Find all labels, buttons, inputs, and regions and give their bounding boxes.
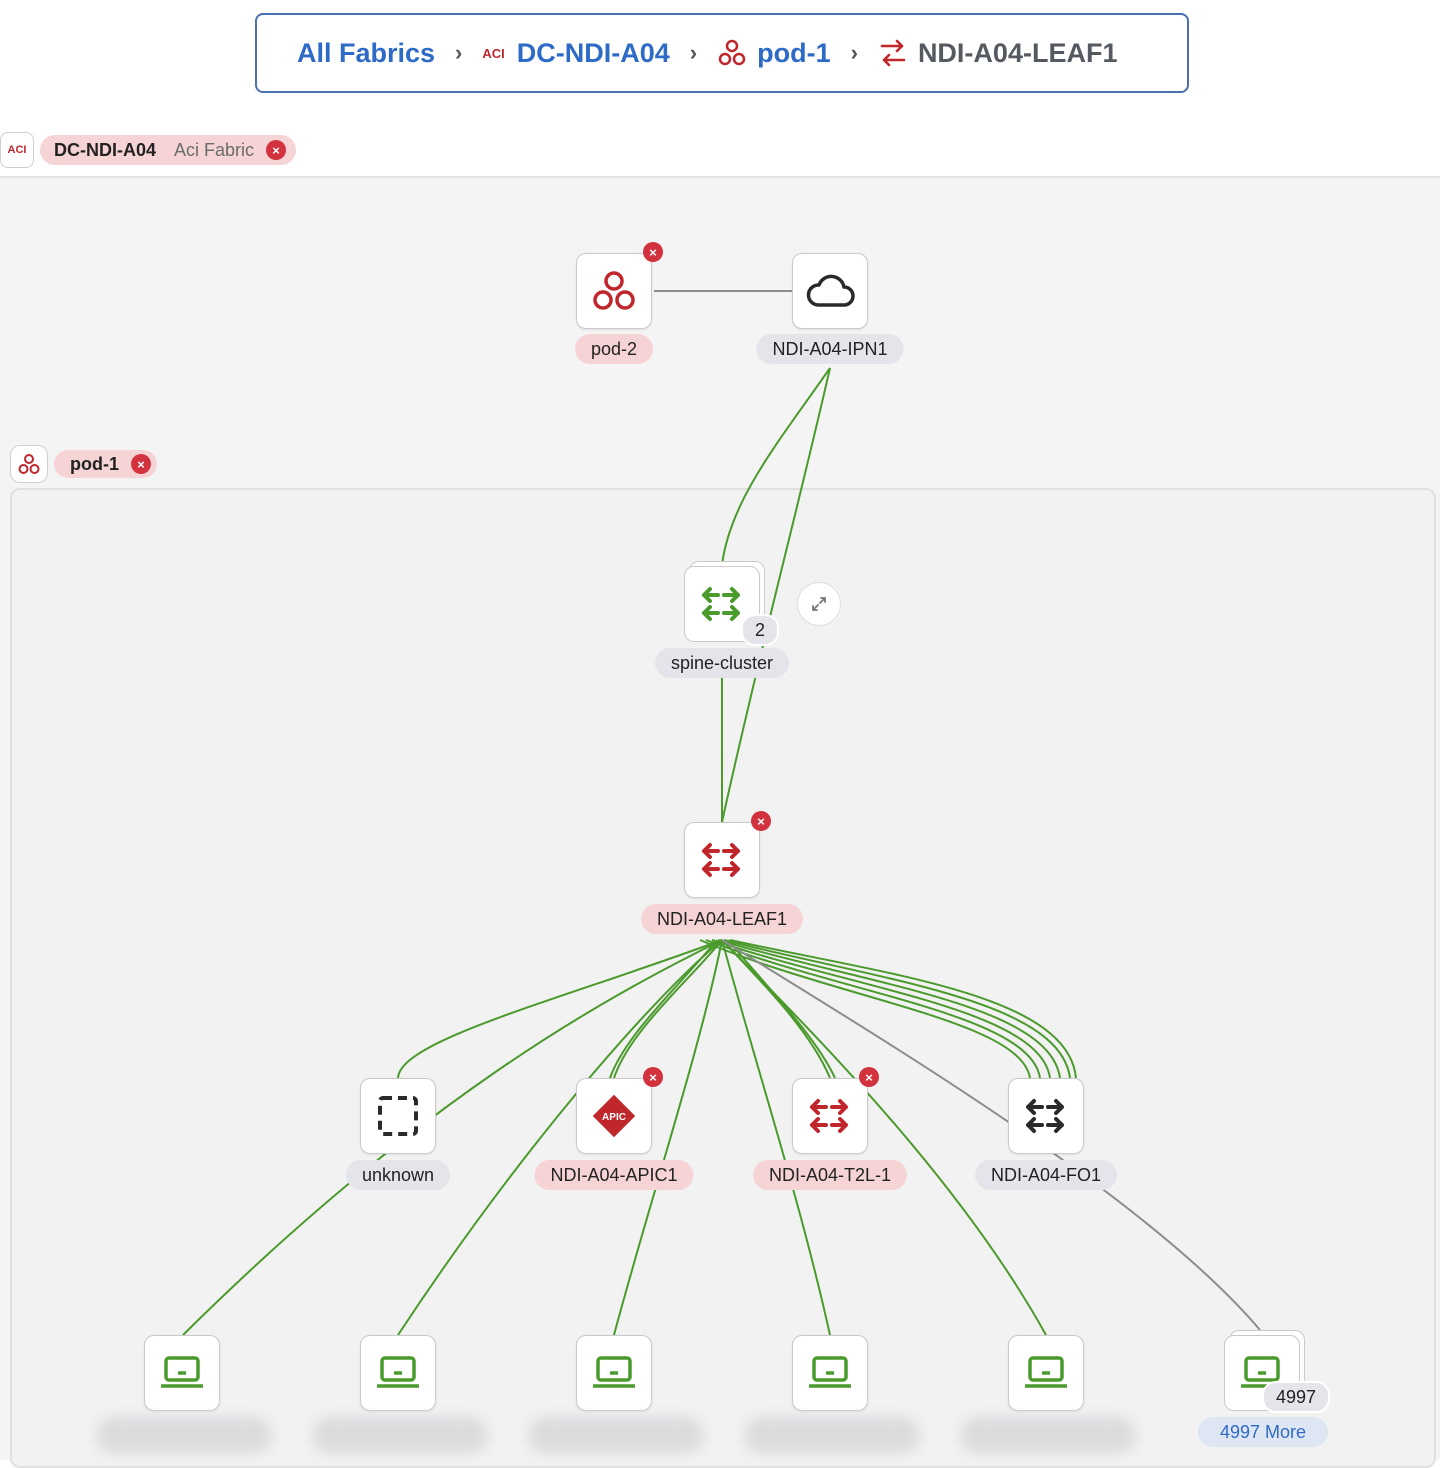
node-pod-2[interactable]: × [576, 242, 663, 329]
breadcrumb-pod[interactable]: pod-1 [757, 37, 831, 68]
svg-text:APIC: APIC [602, 1112, 626, 1123]
unknown-icon [378, 1096, 418, 1136]
node-label: pod-2 [574, 334, 654, 364]
link-leaf-fo1-3 [711, 939, 1051, 1079]
node-label: unknown [345, 1160, 451, 1190]
pod-icon [717, 38, 747, 68]
error-icon: × [751, 811, 771, 831]
link-leaf-host1 [182, 939, 723, 1336]
breadcrumb-fabric[interactable]: DC-NDI-A04 [516, 37, 670, 68]
aci-icon: ACI [482, 45, 505, 61]
link-leaf-unknown [397, 939, 723, 1079]
link-leaf-host3 [613, 939, 723, 1336]
link-leaf-fo1-1 [699, 939, 1031, 1079]
node-label: NDI-A04-APIC1 [534, 1160, 694, 1190]
switch-icon [810, 1099, 848, 1133]
link-leaf-apic-a [613, 939, 723, 1079]
node-label: NDI-A04-T2L-1 [752, 1160, 908, 1190]
node-host[interactable] [360, 1335, 436, 1411]
switch-icon [1026, 1099, 1064, 1133]
pod-group-chip[interactable]: pod-1 × [54, 450, 157, 478]
redacted-label [312, 1416, 488, 1454]
node-label: NDI-A04-IPN1 [756, 334, 904, 364]
link-leaf-host2 [397, 939, 723, 1336]
apic-icon: APIC [592, 1094, 636, 1138]
error-icon: × [266, 140, 287, 160]
redacted-label [528, 1416, 704, 1454]
node-host[interactable] [144, 1335, 220, 1411]
error-icon: × [643, 1067, 663, 1087]
link-leaf-fo1-2 [705, 939, 1041, 1079]
node-apic[interactable]: APIC × [576, 1067, 663, 1154]
expand-icon[interactable] [797, 582, 841, 626]
laptop-icon [809, 1356, 851, 1388]
node-host[interactable] [792, 1335, 868, 1411]
error-icon: × [643, 242, 663, 262]
node-unknown[interactable] [360, 1078, 436, 1154]
laptop-icon [593, 1356, 635, 1388]
laptop-icon [161, 1356, 203, 1388]
pod-icon [10, 445, 48, 483]
laptop-icon [377, 1356, 419, 1388]
link-leaf-fo1-6 [729, 939, 1077, 1079]
node-ipn[interactable] [792, 253, 868, 329]
breadcrumb-current: NDI-A04-LEAF1 [917, 37, 1118, 68]
link-leaf-fo1-4 [717, 939, 1061, 1079]
laptop-icon [1025, 1356, 1067, 1388]
pod-icon [593, 271, 635, 310]
cloud-icon [806, 274, 855, 307]
breadcrumb-separator: › [689, 40, 698, 65]
node-label: NDI-A04-FO1 [974, 1160, 1118, 1190]
switch-icon [702, 587, 740, 621]
node-leaf[interactable]: × [684, 811, 771, 898]
pod-group-header: pod-1 × [10, 445, 157, 483]
node-fo1[interactable] [1008, 1078, 1084, 1154]
redacted-label [744, 1416, 920, 1454]
fabric-chip-row: ACI DC-NDI-A04 Aci Fabric × [0, 130, 297, 170]
node-t2l[interactable]: × [792, 1067, 879, 1154]
cluster-count-badge: 2 [741, 614, 780, 646]
aci-icon: ACI [0, 132, 34, 168]
node-label: NDI-A04-LEAF1 [640, 904, 804, 934]
link-ipn-spine [721, 367, 831, 566]
breadcrumb-separator: › [850, 40, 858, 65]
switch-icon [878, 38, 908, 68]
link-leaf-fo1-5 [723, 939, 1071, 1079]
breadcrumb-separator: › [455, 40, 463, 65]
error-icon: × [131, 454, 151, 474]
link-leaf-host5 [721, 939, 1047, 1336]
node-host[interactable] [576, 1335, 652, 1411]
redacted-label [96, 1416, 272, 1454]
fabric-type: Aci Fabric [174, 139, 255, 160]
node-host[interactable] [1008, 1335, 1084, 1411]
breadcrumb-all-fabrics[interactable]: All Fabrics [297, 37, 436, 68]
pod-group-name: pod-1 [70, 453, 119, 474]
switch-icon [702, 843, 740, 877]
fabric-name: DC-NDI-A04 [54, 139, 157, 160]
node-label: spine-cluster [654, 648, 790, 678]
redacted-label [960, 1416, 1136, 1454]
error-icon: × [859, 1067, 879, 1087]
link-leaf-host4 [721, 939, 831, 1336]
breadcrumb: All Fabrics › ACI DC-NDI-A04 › pod-1 › N… [255, 13, 1189, 93]
host-count-badge: 4997 [1262, 1381, 1331, 1413]
link-ipn-leaf [721, 367, 831, 823]
more-hosts-link[interactable]: 4997 More [1198, 1417, 1328, 1447]
fabric-chip[interactable]: DC-NDI-A04 Aci Fabric × [40, 135, 297, 165]
